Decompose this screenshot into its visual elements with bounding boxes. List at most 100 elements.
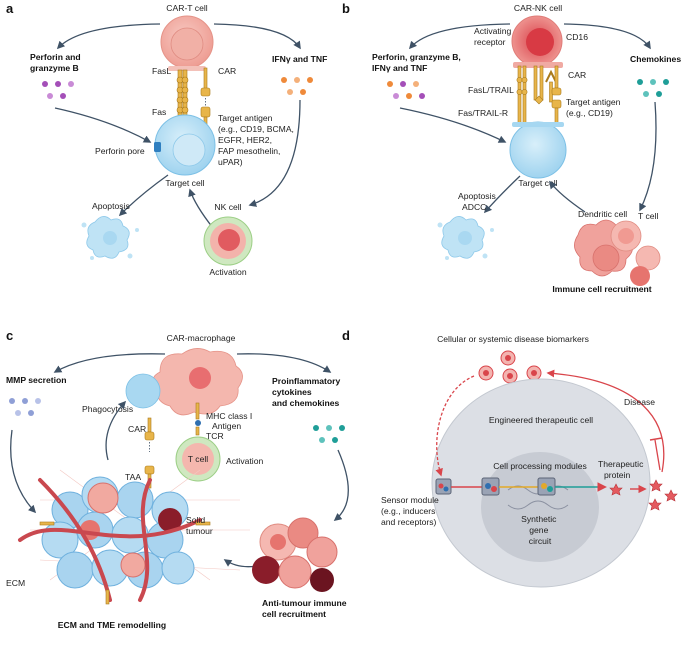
arrow-a-perforin xyxy=(56,23,161,50)
activation-label-c: Activation xyxy=(226,456,263,466)
cd16-label: CD16 xyxy=(566,32,588,42)
target-cell-label-b: Target cell xyxy=(518,178,557,188)
biomarker-dots xyxy=(478,350,542,384)
inhibition-bar xyxy=(649,437,663,441)
sensor-module xyxy=(435,478,452,495)
mhc-complex xyxy=(195,402,201,436)
arrow-d-disease xyxy=(546,369,665,473)
taa-label: TAA xyxy=(125,472,141,482)
processing-modules-label: Cell processing modules xyxy=(493,461,587,471)
panel-b: b CAR-NK cell Activating receptor xyxy=(342,1,681,294)
car-nk-cell-label: CAR-NK cell xyxy=(514,3,562,13)
car-label-c: CAR xyxy=(128,424,146,434)
arrow-c-to-tumour xyxy=(10,429,37,514)
cytokine-dots-c xyxy=(313,425,345,443)
disease-label: Disease xyxy=(624,397,655,407)
ifn-tnf-label-a: IFNγ and TNF xyxy=(272,54,327,64)
arrow-b-apoptosis xyxy=(483,175,521,214)
immune-recruitment-label: Immune cell recruitment xyxy=(552,284,651,294)
t-cell-c xyxy=(175,436,221,482)
therapeutic-protein-stars xyxy=(609,479,678,511)
fas-label: Fas xyxy=(152,107,166,117)
chemokines-label-b: Chemokines xyxy=(630,54,681,64)
arrow-a-to-target xyxy=(54,107,152,143)
arrow-b-chemokines xyxy=(563,23,651,50)
mhc-label: MHC class I xyxy=(206,411,252,421)
arrow-c-proinflammatory xyxy=(236,353,332,373)
antigen-label: Antigen xyxy=(212,421,241,431)
apoptosis-label-a: Apoptosis xyxy=(92,201,130,211)
car-macrophage-label: CAR-macrophage xyxy=(167,333,236,343)
car-t-cell xyxy=(160,15,214,71)
arrow-b-to-target xyxy=(399,107,507,143)
gene-circuit-label: Synthetic gene circuit xyxy=(521,514,559,546)
mmp-secretion-label: MMP secretion xyxy=(6,375,67,385)
arrow-c-mmp xyxy=(53,353,166,373)
biomarkers-label: Cellular or systemic disease biomarkers xyxy=(437,334,589,344)
therapeutic-protein-label: Therapeutic protein xyxy=(598,459,646,480)
t-cell-label-b: T cell xyxy=(638,211,658,221)
chemokine-dots-b xyxy=(637,79,669,97)
target-cell-a xyxy=(154,114,216,176)
arrow-b-to-immune xyxy=(639,101,657,212)
activating-receptor-label: Activating receptor xyxy=(474,26,514,47)
receptors-b xyxy=(516,65,562,127)
nk-cell-a xyxy=(203,216,253,266)
car-macrophage xyxy=(153,348,243,416)
solid-tumour xyxy=(18,469,250,605)
panel-c-letter: c xyxy=(6,328,13,343)
arrow-a-apoptosis xyxy=(118,174,169,217)
cytokine-dots-b xyxy=(387,81,425,99)
arrow-b-immune-to-target xyxy=(549,180,586,213)
panel-b-letter: b xyxy=(342,1,350,16)
perforin-pore-label: Perforin pore xyxy=(95,146,145,156)
arrow-c-phagocytosis xyxy=(105,400,127,461)
proinflammatory-label: Proinflammatory cytokines and chemokines xyxy=(272,376,343,408)
sensor-module-label: Sensor module (e.g., inducers and recept… xyxy=(381,495,441,527)
t-cell-label-c: T cell xyxy=(188,454,208,464)
fas-trail-r-label: Fas/TRAIL-R xyxy=(458,108,508,118)
cytokine-dots-a xyxy=(281,77,313,95)
fasl-label: FasL xyxy=(152,66,171,76)
target-cell-label-a: Target cell xyxy=(165,178,204,188)
nk-cell-label-a: NK cell xyxy=(214,202,241,212)
arrow-b-perforin xyxy=(408,23,511,50)
car-nk-cell xyxy=(511,15,563,68)
engineered-cell-label: Engineered therapeutic cell xyxy=(489,415,593,425)
tcr-label: TCR xyxy=(206,431,224,441)
apoptosis-label-b: Apoptosis ADCC xyxy=(458,191,498,212)
anti-tumour-label: Anti-tumour immune cell recruitment xyxy=(262,598,349,619)
apoptotic-cell-a xyxy=(81,216,139,260)
car-label-a: CAR xyxy=(218,66,236,76)
arrow-a-to-nk xyxy=(248,99,301,207)
activation-label-a: Activation xyxy=(209,267,246,277)
fasl-receptor xyxy=(176,69,189,117)
phagocytosed-cell xyxy=(125,373,161,409)
target-antigen-label-a: Target antigen (e.g., CD19, BCMA, EGFR, … xyxy=(218,113,296,167)
car-label-b: CAR xyxy=(568,70,586,80)
perforin-dots-a xyxy=(42,81,74,99)
engineered-cell xyxy=(431,378,651,588)
target-cell-b xyxy=(509,121,567,179)
arrow-a-ifn xyxy=(213,23,301,50)
immune-cluster-c xyxy=(252,517,338,592)
fasl-trail-label: FasL/TRAIL xyxy=(468,85,514,95)
panel-d: d Cellular or systemic disease biomarker… xyxy=(342,328,678,588)
target-antigen-label-b: Target antigen (e.g., CD19) xyxy=(566,97,623,118)
immune-cluster-b xyxy=(574,219,661,286)
car-receptor xyxy=(200,67,211,106)
panel-d-letter: d xyxy=(342,328,350,343)
car-receptor-c xyxy=(144,417,155,489)
processing-modules xyxy=(451,477,607,496)
solid-tumour-label: Solid tumour xyxy=(186,515,213,536)
apoptotic-cell-b xyxy=(437,216,494,260)
arrow-d-sensing xyxy=(435,375,475,477)
perforin-granzyme-label-b: Perforin, granzyme B, IFNγ and TNF xyxy=(372,52,463,73)
ecm-label: ECM xyxy=(6,578,25,588)
dendritic-cell-label: Dendritic cell xyxy=(578,209,627,219)
perforin-granzyme-label-a: Perforin and granzyme B xyxy=(30,52,83,73)
ecm-tme-label: ECM and TME remodelling xyxy=(58,620,166,630)
panel-a: a CAR-T cell FasL CAR Fas xyxy=(6,1,327,277)
car-t-cell-label: CAR-T cell xyxy=(166,3,207,13)
